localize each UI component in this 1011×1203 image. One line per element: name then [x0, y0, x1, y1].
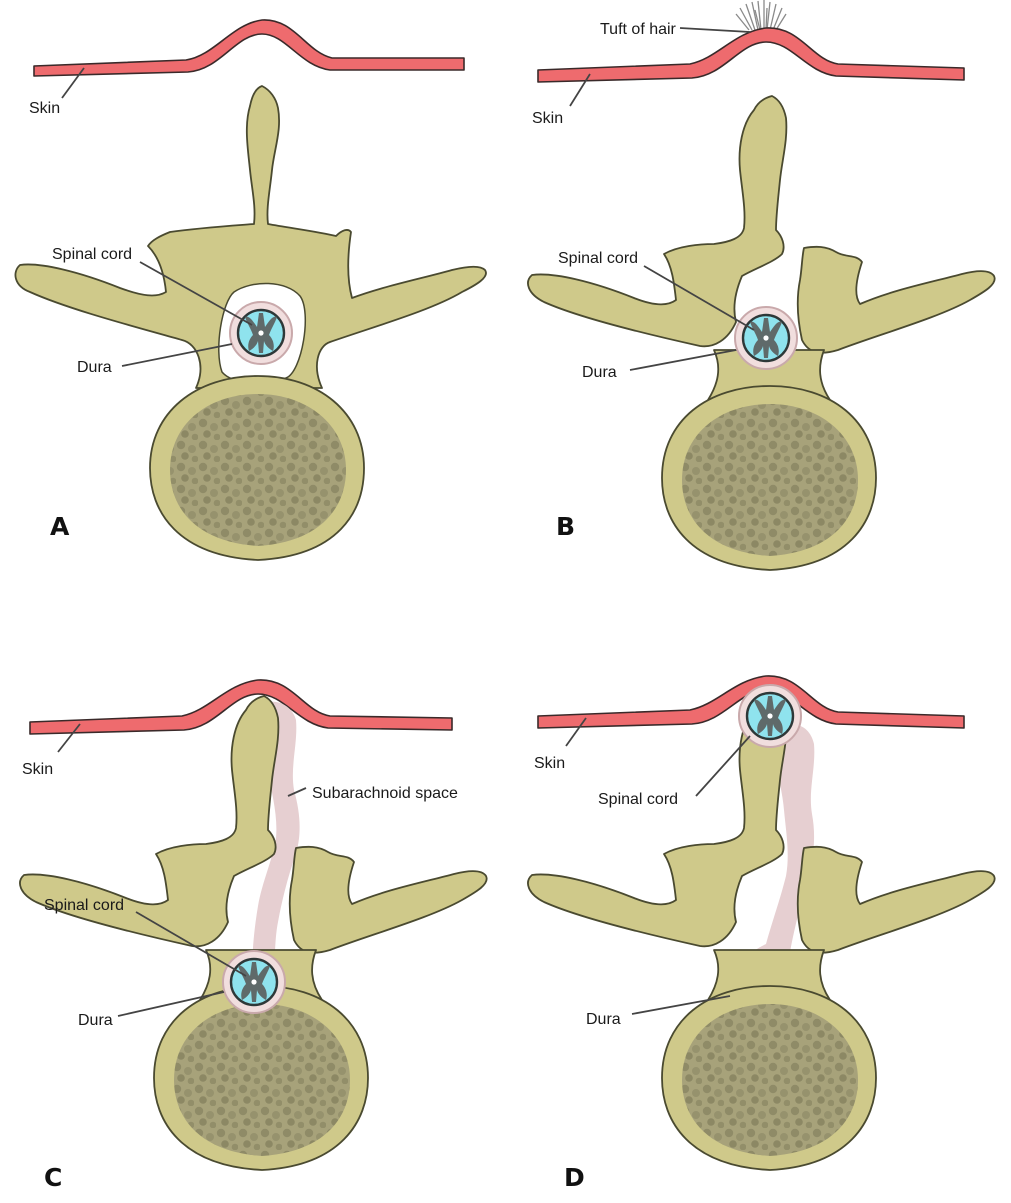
skin-label: Skin [534, 755, 565, 772]
spinal-cord-label: Spinal cord [44, 897, 124, 914]
vertebra [19, 695, 488, 1171]
panel-d: Skin Spinal cord Dura D [527, 675, 996, 1192]
skin-label: Skin [22, 761, 53, 778]
skin-label: Skin [532, 110, 563, 127]
subarachnoid-space [252, 701, 300, 976]
skin-layer [33, 19, 465, 77]
skin-leader [569, 73, 591, 107]
dura-label: Dura [77, 359, 112, 376]
spinal-cord-leader [695, 735, 751, 797]
subarachnoid-space [733, 724, 815, 1018]
dura-leader [117, 991, 225, 1017]
spinal-cord [228, 300, 294, 366]
dura-label: Dura [586, 1011, 621, 1028]
spinal-cord-label: Spinal cord [52, 246, 132, 263]
panel-letter-b: B [556, 512, 575, 541]
dura-leader [631, 995, 731, 1015]
dura-leader [121, 343, 233, 367]
skin-label: Skin [29, 100, 60, 117]
tuft-label: Tuft of hair [600, 21, 677, 38]
spinal-cord [221, 949, 287, 1015]
skin-layer [537, 27, 965, 83]
spinal-cord-leader [139, 261, 253, 326]
dura-label: Dura [582, 364, 617, 381]
spinal-cord-leader [135, 911, 247, 977]
vertebra [527, 695, 996, 1171]
skin-leader [565, 717, 587, 747]
spinal-cord-label: Spinal cord [558, 250, 638, 267]
spinal-cord [733, 305, 799, 371]
subarachnoid-leader [287, 787, 307, 797]
skin-leader [61, 67, 85, 99]
tuft-leader [679, 27, 751, 33]
skin-layer [29, 679, 453, 735]
spinal-cord-label: Spinal cord [598, 791, 678, 808]
dura-label: Dura [78, 1012, 113, 1029]
dura-leader [629, 349, 737, 371]
panel-b: Tuft of hair Skin Spinal cord Dura B [527, 0, 996, 571]
spinal-cord-leader [643, 265, 755, 331]
panel-letter-d: D [564, 1163, 585, 1192]
skin-layer [537, 675, 965, 729]
panel-letter-a: A [50, 512, 70, 541]
skin-leader [57, 723, 81, 753]
panel-c: Skin Subarachnoid space Spinal cord Dura… [19, 679, 488, 1192]
subarachnoid-label: Subarachnoid space [312, 785, 458, 802]
tuft-of-hair [735, 0, 787, 31]
panel-letter-c: C [44, 1163, 62, 1192]
panel-a: Skin Spinal cord Dura A [14, 19, 487, 561]
